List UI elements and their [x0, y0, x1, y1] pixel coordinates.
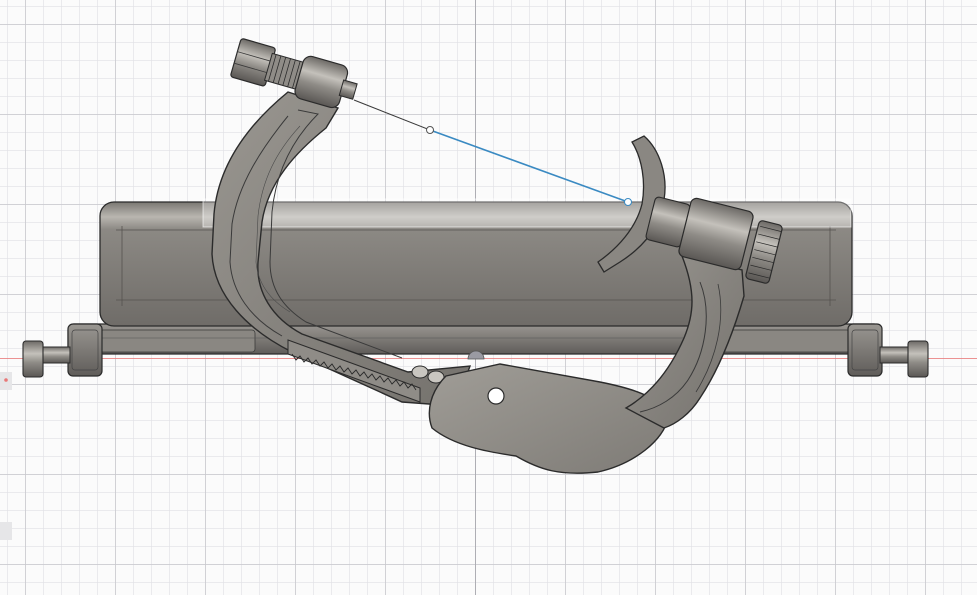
plate-hole — [487, 387, 505, 405]
origin-marker[interactable] — [467, 350, 485, 360]
hook-blade[interactable] — [597, 135, 666, 273]
axis-end-dot — [4, 378, 8, 382]
top-spindle[interactable] — [230, 36, 361, 112]
selection-highlight — [202, 198, 852, 228]
right-bolt[interactable] — [879, 340, 929, 378]
left-bolt[interactable] — [22, 340, 71, 378]
left-edge-marker-lower — [0, 522, 12, 540]
sketch-endpoint[interactable] — [624, 198, 632, 206]
x-axis-line — [0, 358, 977, 359]
serrated-rack[interactable] — [287, 339, 461, 403]
right-arm[interactable] — [624, 255, 745, 429]
handle-plate[interactable] — [428, 363, 669, 474]
c-arm[interactable] — [211, 91, 472, 407]
right-end-block[interactable] — [847, 323, 883, 377]
base-rail[interactable] — [67, 323, 881, 355]
sketch-line[interactable] — [353, 99, 632, 206]
sketch-point[interactable] — [426, 126, 434, 134]
left-end-block[interactable] — [67, 323, 103, 377]
right-spindle[interactable] — [645, 196, 783, 284]
